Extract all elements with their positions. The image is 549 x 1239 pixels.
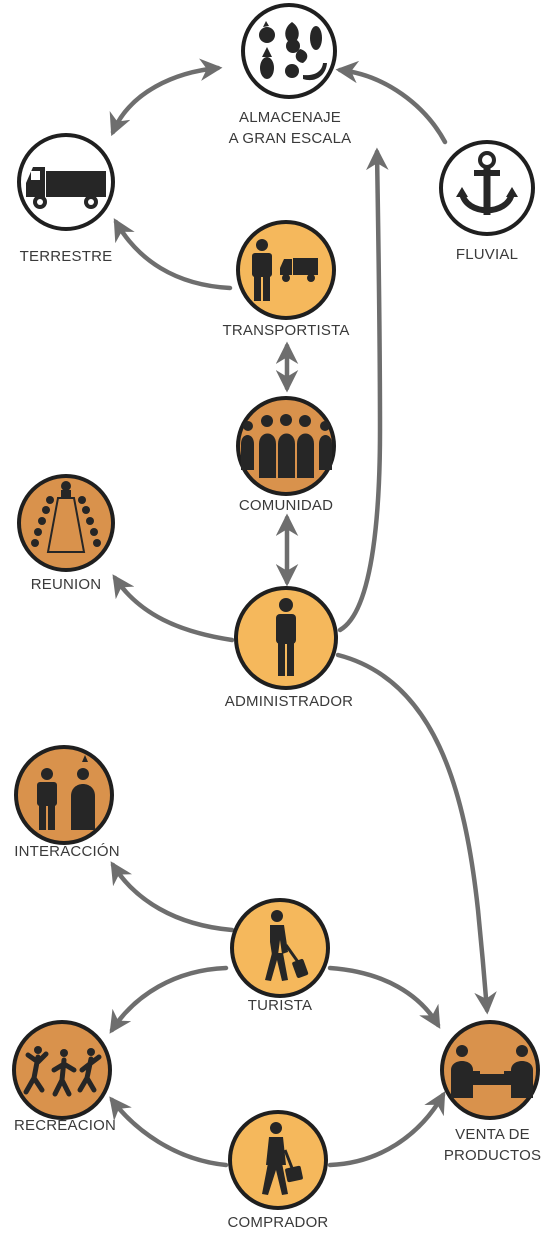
shopper-icon: [262, 1122, 303, 1195]
label-almacenaje-line2: A GRAN ESCALA: [228, 130, 352, 147]
node-administrador: [234, 586, 338, 690]
label-fluvial: FLUVIAL: [455, 246, 519, 263]
connector-administrador-almacenaje: [337, 147, 389, 633]
community-icon: [241, 414, 332, 478]
connector-comprador-recreacion: [109, 1096, 229, 1168]
node-venta: [440, 1020, 540, 1120]
node-turista: [230, 898, 330, 998]
anchor-icon: [456, 151, 518, 215]
market-stall-icon: [451, 1045, 533, 1098]
label-venta-line2: PRODUCTOS: [443, 1147, 542, 1164]
connector-almacenaje-terrestre: [109, 58, 223, 137]
dancers-icon: [23, 1046, 102, 1097]
node-recreacion: [12, 1020, 112, 1120]
connector-turista-recreacion: [109, 965, 229, 1034]
connector-fluvial-almacenaje: [335, 60, 448, 145]
person-icon: [276, 598, 296, 676]
label-comprador: COMPRADOR: [227, 1214, 329, 1231]
label-venta-line1: VENTA DE: [455, 1126, 530, 1143]
label-transportista: TRANSPORTISTA: [222, 322, 350, 339]
label-reunion: REUNION: [30, 576, 102, 593]
label-almacenaje-line1: ALMACENAJE: [238, 109, 342, 126]
node-almacenaje: [241, 3, 337, 99]
label-comunidad: COMUNIDAD: [238, 497, 334, 514]
label-administrador: ADMINISTRADOR: [224, 693, 354, 710]
label-recreacion: RECREACION: [13, 1117, 116, 1134]
label-turista: TURISTA: [247, 997, 313, 1014]
connector-administrador-reunion: [112, 574, 235, 643]
label-terrestre: TERRESTRE: [19, 248, 113, 265]
connector-transportista-terrestre: [113, 218, 233, 291]
connector-turista-venta: [327, 965, 441, 1029]
two-people-icon: [37, 755, 95, 830]
meeting-table-icon: [31, 481, 101, 553]
node-terrestre: [17, 133, 115, 231]
node-comunidad: [236, 396, 336, 496]
node-reunion: [17, 474, 115, 572]
node-interaccion: [14, 745, 114, 845]
connector-turista-interaccion: [110, 861, 235, 933]
node-comprador: [228, 1110, 328, 1210]
node-transportista: [236, 220, 336, 320]
label-interaccion: INTERACCIÓN: [14, 843, 120, 860]
node-fluvial: [439, 140, 535, 236]
person-truck-icon: [252, 239, 318, 301]
traveler-icon: [265, 910, 309, 981]
truck-icon: [26, 167, 106, 209]
produce-icon: [259, 21, 327, 81]
connector-comprador-venta: [327, 1091, 446, 1168]
connector-administrador-venta: [335, 652, 497, 1015]
